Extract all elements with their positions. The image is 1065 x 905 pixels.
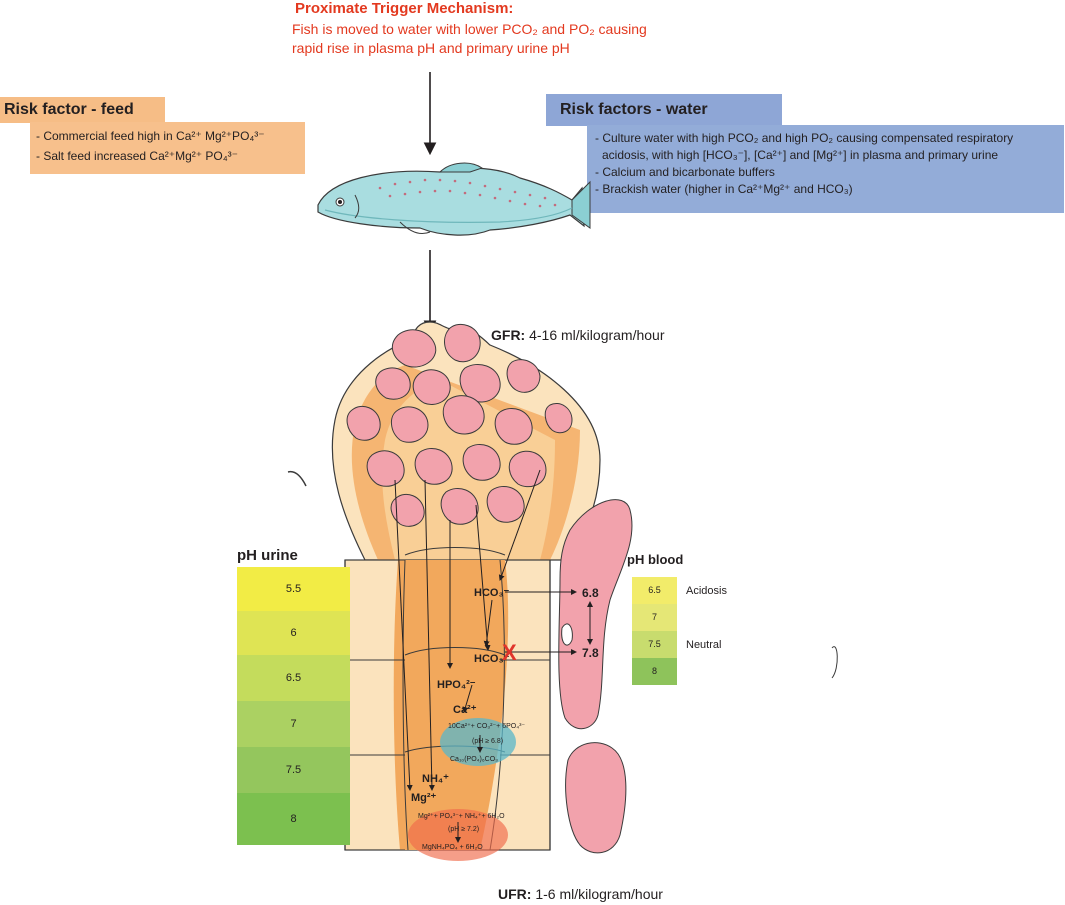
struvite-condition: (pH ≥ 7.2) <box>448 826 480 833</box>
apatite-condition: (pH ≥ 6.8) <box>472 738 504 745</box>
ph-blood-neutral-label: Neutral <box>686 639 722 651</box>
apatite-reaction: 10Ca²⁺+ CO₃²⁻+ 6PO₄³⁻ <box>448 723 526 730</box>
blood-ph-low-label: 7.8 <box>582 646 599 660</box>
ph-urine-scale: 5.5 6 6.5 7 7.5 8 <box>237 567 350 845</box>
water-risk-item: - Calcium and bicarbonate buffers <box>595 165 775 179</box>
feed-risk-box: - Commercial feed high in Ca²⁺ Mg²⁺PO₄³⁻… <box>30 122 305 174</box>
ph-blood-level: 7 <box>632 604 677 631</box>
blood-ph-high-label: 6.8 <box>582 586 599 600</box>
magnesium-label: Mg²⁺ <box>411 792 437 804</box>
renal-tubule <box>344 547 551 851</box>
ph-blood-title: pH blood <box>627 552 684 567</box>
ammonium-label: NH₄⁺ <box>422 773 449 785</box>
ph-urine-level: 6.5 <box>237 655 350 701</box>
ph-urine-level: 7.5 <box>237 747 350 793</box>
ph-urine-level: 8 <box>237 793 350 845</box>
struvite-product: MgNH₄PO₄ + 6H₂O <box>422 844 483 851</box>
water-risk-box: - Culture water with high PCO₂ and high … <box>587 125 1064 213</box>
water-risk-item: - Brackish water (higher in Ca²⁺Mg²⁺ and… <box>595 182 853 196</box>
ph-blood-acidosis-label: Acidosis <box>686 585 727 597</box>
ph-urine-level: 6 <box>237 611 350 655</box>
phosphate-label: HPO₄²⁻ <box>437 679 476 691</box>
ph-blood-scale: 6.5 7 7.5 8 <box>632 577 677 685</box>
trigger-line-2: rapid rise in plasma pH and primary urin… <box>292 40 570 56</box>
water-risk-item: acidosis, with high [HCO₃⁻], [Ca²⁺] and … <box>602 148 999 162</box>
trigger-title: Proximate Trigger Mechanism: <box>295 0 514 17</box>
water-risk-title: Risk factors - water <box>546 94 782 126</box>
fish-illustration <box>317 162 591 236</box>
gfr-value: 4-16 ml/kilogram/hour <box>529 327 665 343</box>
bicarbonate-label-lower: HCO₃⁻ <box>474 653 510 665</box>
calcium-carbonate-apatite-zone <box>440 718 516 766</box>
glomerular-capillaries <box>346 324 573 527</box>
struvite-reaction: Mg²⁺+ PO₄³⁻+ NH₄⁺+ 6H₂O <box>418 813 505 820</box>
trigger-description: Fish is moved to water with lower PCO₂ a… <box>292 20 812 58</box>
peritubular-capillaries <box>558 499 633 854</box>
ufr-title: UFR: <box>498 886 532 902</box>
bicarbonate-label-upper: HCO₃⁻ <box>474 587 510 599</box>
ph-urine-title: pH urine <box>237 547 298 564</box>
ufr-value: 1-6 ml/kilogram/hour <box>535 886 663 902</box>
feed-risk-title: Risk factor - feed <box>0 97 165 123</box>
blocked-transport-x-icon: X <box>502 640 517 665</box>
feed-risk-item: - Salt feed increased Ca²⁺Mg²⁺ PO₄³⁻ <box>36 149 238 163</box>
water-risk-item: - Culture water with high PCO₂ and high … <box>595 131 1014 145</box>
ph-blood-level: 8 <box>632 658 677 685</box>
calcium-label: Ca²⁺ <box>453 704 477 716</box>
apatite-product: Ca₁₀(PO₄)₆CO₃ <box>450 756 499 763</box>
ufr-label: UFR: 1-6 ml/kilogram/hour <box>498 886 663 902</box>
gfr-label: GFR: 4-16 ml/kilogram/hour <box>491 327 665 343</box>
ph-blood-level: 7.5 <box>632 631 677 658</box>
bowmans-capsule <box>331 321 601 561</box>
ph-urine-level: 7 <box>237 701 350 747</box>
ph-blood-level: 6.5 <box>632 577 677 604</box>
trigger-line-1: Fish is moved to water with lower PCO₂ a… <box>292 21 647 37</box>
ph-urine-level: 5.5 <box>237 567 350 611</box>
gfr-title: GFR: <box>491 327 526 343</box>
feed-risk-item: - Commercial feed high in Ca²⁺ Mg²⁺PO₄³⁻ <box>36 129 265 143</box>
